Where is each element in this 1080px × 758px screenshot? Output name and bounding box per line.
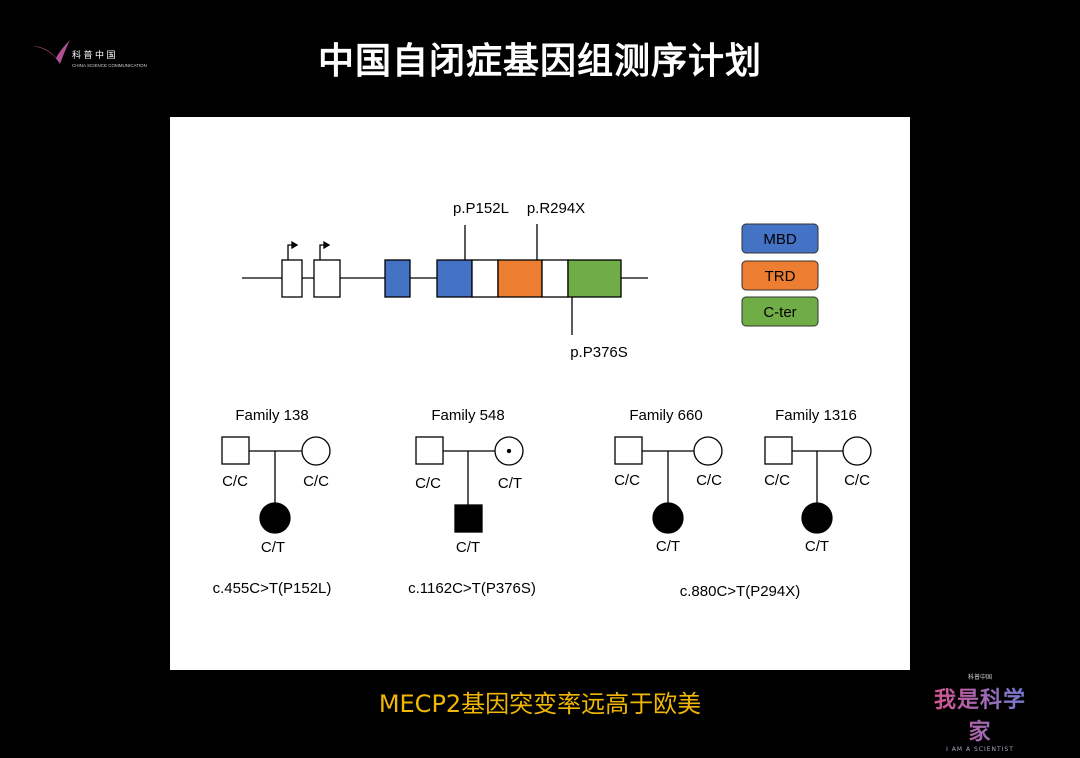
family-label: Family 548 — [431, 407, 504, 424]
genotype-label: C/C — [614, 472, 640, 489]
page-title: 中国自闭症基因组测序计划 — [317, 41, 762, 82]
variant-label: c.1162C>T(P376S) — [408, 580, 536, 597]
logo-en-text: I AM A SCIENTIST — [946, 746, 1014, 753]
legend-label: C-ter — [763, 304, 796, 321]
genotype-label: C/T — [498, 475, 522, 492]
exon-3-mbd — [384, 259, 411, 298]
exon-2 — [313, 259, 341, 298]
mbd-domain — [436, 259, 473, 298]
mutation-label: p.R294X — [527, 200, 585, 217]
c-ter-domain — [567, 259, 622, 298]
genotype-label: C/C — [764, 472, 790, 489]
genotype-label: C/T — [456, 539, 480, 556]
variant-label: c.880C>T(P294X) — [680, 583, 800, 600]
genotype-label: C/T — [805, 538, 829, 555]
logo-en-text: CHINA SCIENCE COMMUNICATION — [72, 63, 147, 68]
exon-1 — [281, 259, 303, 298]
mutation-label: p.P376S — [570, 344, 628, 361]
domain-legend: MBD TRD C-ter — [741, 223, 819, 327]
family-label: Family 138 — [235, 407, 308, 424]
genotype-label: C/C — [222, 473, 248, 490]
logo-small-text: 科普中国 — [967, 674, 992, 681]
mutation-label: p.P152L — [453, 200, 509, 217]
genotype-label: C/T — [261, 539, 285, 556]
gene-structure — [242, 224, 648, 335]
i-am-a-scientist-logo: 科普中国 我是科学家 I AM A SCIENTIST — [925, 660, 1035, 753]
china-science-communication-logo: 科 普 中 国 CHINA SCIENCE COMMUNICATION — [30, 38, 170, 70]
slide-panel — [170, 117, 910, 670]
genotype-label: C/C — [844, 472, 870, 489]
genotype-label: C/C — [303, 473, 329, 490]
family-label: Family 1316 — [775, 407, 857, 424]
pedigrees — [221, 436, 872, 534]
genotype-label: C/C — [415, 475, 441, 492]
genotype-label: C/T — [656, 538, 680, 555]
logo-cn-text: 科 普 中 国 — [72, 49, 116, 60]
family-label: Family 660 — [629, 407, 702, 424]
slide-caption: MECP2基因突变率远高于欧美 — [378, 690, 702, 718]
legend-label: TRD — [765, 268, 796, 285]
trd-domain — [497, 259, 543, 298]
wing-logo-icon: 科 普 中 国 CHINA SCIENCE COMMUNICATION — [32, 40, 147, 68]
legend-label: MBD — [763, 231, 797, 248]
logo-main-text: 我是科学家 — [925, 682, 1035, 746]
genotype-label: C/C — [696, 472, 722, 489]
variant-label: c.455C>T(P152L) — [213, 580, 332, 597]
